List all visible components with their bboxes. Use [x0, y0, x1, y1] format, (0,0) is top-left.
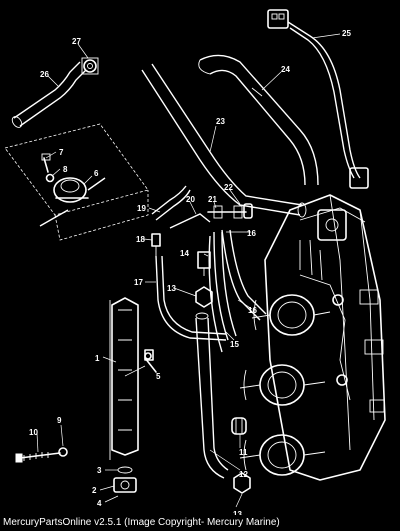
throttle-bore-middle	[239, 364, 326, 406]
hose-23	[141, 63, 307, 218]
hose-20	[169, 213, 211, 229]
callout-23: 23	[216, 117, 225, 126]
hose-17	[155, 255, 227, 341]
fuel-filter-6	[39, 177, 106, 227]
callout-24: 24	[281, 65, 290, 74]
callout-13-lower: 13	[233, 510, 242, 515]
intake-assembly	[264, 194, 386, 481]
callout-2: 2	[92, 486, 97, 495]
hose-12	[195, 312, 229, 479]
callout-16-lower: 16	[248, 306, 257, 315]
linkage	[299, 274, 351, 401]
fitting-7	[41, 153, 51, 173]
callout-27: 27	[72, 37, 81, 46]
fuel-rail-1	[109, 297, 154, 460]
hose-16-upper	[221, 229, 267, 321]
callout-16-upper: 16	[247, 229, 256, 238]
callout-22: 22	[224, 183, 233, 192]
callout-13-upper: 13	[167, 284, 176, 293]
washer-9	[58, 447, 68, 457]
throttle-bore-bottom	[239, 434, 326, 476]
callout-20: 20	[186, 195, 195, 204]
hose-19	[151, 185, 191, 221]
callout-8: 8	[63, 165, 68, 174]
bolt-5	[144, 352, 157, 373]
fitting-18	[151, 233, 161, 256]
callout-12: 12	[239, 470, 248, 479]
callout-6: 6	[94, 169, 99, 178]
fitting-21	[207, 205, 247, 219]
callout-5: 5	[156, 372, 161, 381]
leader-lines	[36, 33, 341, 508]
clamp-27	[81, 57, 99, 75]
callout-4: 4	[97, 499, 102, 508]
hose-24	[198, 54, 319, 186]
callout-3: 3	[97, 466, 102, 475]
callout-10: 10	[29, 428, 38, 437]
hose-16-lower	[213, 231, 237, 341]
regulator-2	[113, 477, 137, 493]
copyright-footer: MercuryPartsOnline v2.5.1 (Image Copyrig…	[0, 515, 400, 531]
callout-15: 15	[230, 340, 239, 349]
grommet-11	[231, 417, 247, 435]
callout-14: 14	[180, 249, 189, 258]
callout-26: 26	[40, 70, 49, 79]
callout-17: 17	[134, 278, 143, 287]
callouts: 1 2 3 4 5 6 7 8 9 10 11 12 13 13 14 15 1…	[29, 29, 351, 515]
callout-21: 21	[208, 195, 217, 204]
hose-26	[11, 61, 87, 128]
nut-13-lower	[233, 472, 251, 494]
parts-diagram: 1 2 3 4 5 6 7 8 9 10 11 12 13 13 14 15 1…	[4, 9, 386, 515]
fitting-8	[45, 173, 55, 183]
filter-bracket-outline	[4, 123, 149, 241]
bolt-10	[15, 452, 61, 463]
plug-22	[243, 203, 253, 219]
callout-25: 25	[342, 29, 351, 38]
callout-19: 19	[137, 204, 146, 213]
harness-25	[267, 9, 369, 189]
hose-15	[208, 235, 223, 353]
callout-18: 18	[136, 235, 145, 244]
throttle-bore-top	[251, 294, 331, 336]
fitting-14	[197, 251, 211, 276]
seal-3	[117, 466, 133, 474]
callout-9: 9	[57, 416, 62, 425]
callout-1: 1	[95, 354, 100, 363]
callout-7: 7	[59, 148, 64, 157]
callout-11: 11	[239, 448, 248, 457]
nut-13-upper	[195, 286, 213, 308]
